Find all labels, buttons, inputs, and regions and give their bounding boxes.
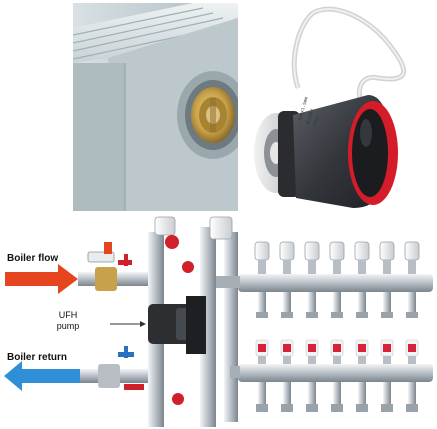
- flowmeter-stem: [308, 356, 316, 364]
- manifold-cap-stem: [283, 260, 291, 274]
- flowmeter-indicator: [408, 344, 416, 352]
- manifold-outlet-nut: [381, 312, 393, 318]
- return-valve: [98, 346, 144, 390]
- manifold-cap-stem: [408, 260, 416, 274]
- flowmeter-stem: [333, 356, 341, 364]
- flowmeter-indicator: [283, 344, 291, 352]
- thermal-actuator-photo: [238, 3, 434, 211]
- return-outlet-nut: [381, 404, 393, 412]
- manifold-cap: [255, 242, 269, 260]
- return-outlet-nut: [331, 404, 343, 412]
- flowmeter-stem: [283, 356, 291, 364]
- manifold-outlet-nut: [406, 312, 418, 318]
- return-outlet: [333, 382, 341, 406]
- manifold-cap: [380, 242, 394, 260]
- manifold-outlet-nut: [356, 312, 368, 318]
- manifold-outlet-nut: [306, 312, 318, 318]
- flow-manifold-bar: [238, 274, 433, 292]
- manifold-outlet: [383, 292, 391, 314]
- return-outlet: [308, 382, 316, 406]
- boiler-flow-arrow: [5, 264, 78, 294]
- manifold-cap: [330, 242, 344, 260]
- return-outlet: [383, 382, 391, 406]
- flowmeter-stem: [408, 356, 416, 364]
- flowmeter-stem: [358, 356, 366, 364]
- manifold-outlet: [283, 292, 291, 314]
- flowmeter-indicator: [333, 344, 341, 352]
- manifold-cap-stem: [383, 260, 391, 274]
- return-outlet-nut: [356, 404, 368, 412]
- boiler-return-arrow: [4, 361, 80, 391]
- manifold-cap: [355, 242, 369, 260]
- ufh-pump-label-line1: UFH: [44, 310, 92, 321]
- manifold-outlet: [408, 292, 416, 314]
- boiler-flow-label: Boiler flow: [7, 253, 58, 264]
- return-outlet-nut: [256, 404, 268, 412]
- manifold-outlet: [258, 292, 266, 314]
- return-outlet: [408, 382, 416, 406]
- manifold-cap: [305, 242, 319, 260]
- manifold-cap: [405, 242, 419, 260]
- manifold-outlet: [333, 292, 341, 314]
- ufh-pump-label-line2: pump: [44, 321, 92, 332]
- flowmeter-indicator: [383, 344, 391, 352]
- manifold-outlet-nut: [281, 312, 293, 318]
- manifold-outlet-nut: [256, 312, 268, 318]
- manifold-outlet-nut: [331, 312, 343, 318]
- return-outlet-nut: [281, 404, 293, 412]
- ufh-pump-label: UFH pump: [44, 310, 92, 332]
- flowmeter-indicator: [308, 344, 316, 352]
- radiator-valve-photo: [73, 3, 238, 211]
- manifold-cap: [280, 242, 294, 260]
- manifold-cap-stem: [333, 260, 341, 274]
- manifold-cap-stem: [308, 260, 316, 274]
- flowmeter-stem: [383, 356, 391, 364]
- return-manifold-bar: [238, 364, 433, 382]
- return-outlet: [283, 382, 291, 406]
- manifold-cap-stem: [258, 260, 266, 274]
- flowmeter-stem: [258, 356, 266, 364]
- return-outlet-nut: [306, 404, 318, 412]
- return-outlet: [358, 382, 366, 406]
- return-outlet: [258, 382, 266, 406]
- manifold-outlet: [358, 292, 366, 314]
- return-outlet-nut: [406, 404, 418, 412]
- flowmeter-indicator: [358, 344, 366, 352]
- manifold-outlet: [308, 292, 316, 314]
- flowmeter-indicator: [258, 344, 266, 352]
- boiler-return-label: Boiler return: [7, 352, 67, 363]
- manifold-cap-stem: [358, 260, 366, 274]
